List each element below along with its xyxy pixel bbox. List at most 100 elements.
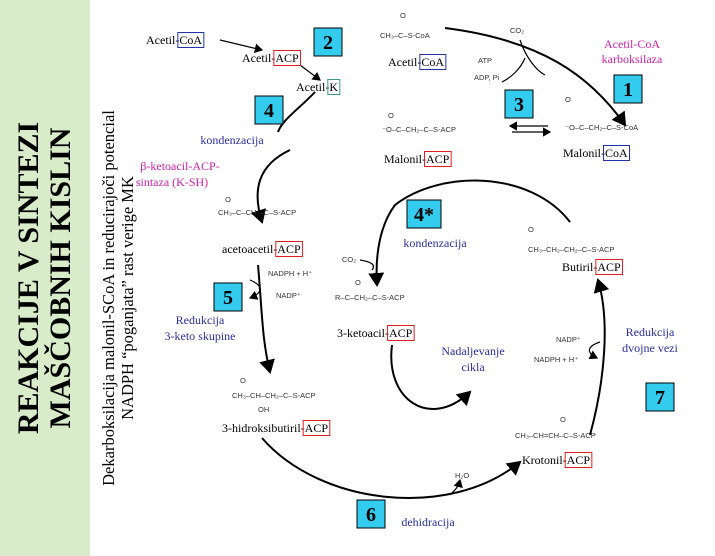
step-number-7: 7 (655, 387, 665, 409)
carrier-box-border (177, 32, 205, 48)
arrow-condensation-2 (368, 179, 571, 287)
arrow-acp-to-k (299, 64, 321, 81)
arrow-co2-in (519, 39, 546, 76)
cofactors: CO₂ ATP ADP, Pi CO₂ NADPH + H⁺ NADP⁺ NAD… (268, 26, 581, 480)
step-box-7 (645, 382, 675, 412)
compound-acetyl-acp-prefix: Acetil- (242, 51, 275, 65)
compound-hydroxybutyryl-acp-prefix: 3-hidroksibutiril- (222, 421, 305, 435)
structure-acetoacetyl-acp: CH₃–C–CH₂–C–S-ACP (218, 208, 296, 217)
carrier-box-border (386, 325, 415, 341)
compound-crotonyl-acp: Krotonil-ACP (522, 453, 590, 467)
structure-crotonyl-acp: CH₃–CH=CH–C–S-ACP (515, 431, 596, 440)
compound-acetyl-k-prefix: Acetil- (296, 80, 329, 94)
arrow-acetyl-coa-to-acp (219, 39, 264, 54)
compound-acetyl-coa-left-carrier: CoA (179, 33, 202, 47)
cofactor-atp: ATP (478, 56, 492, 65)
reaction-reduction-double-line-1: Redukcija (626, 325, 675, 339)
compound-acetyl-k: Acetil-K (296, 80, 338, 94)
compound-acetoacetyl-acp: acetoacetil-ACP (222, 242, 301, 256)
compound-hydroxybutyryl-acp-carrier: ACP (305, 421, 329, 435)
cofactor-nadph-left: NADPH + H⁺ (268, 269, 312, 278)
compound-malonyl-coa: Malonil-CoA (563, 146, 628, 160)
step-number-4: 4 (264, 100, 274, 122)
compound-acetoacetyl-acp-prefix: acetoacetil- (222, 242, 277, 256)
compound-labels: Acetil-CoA Acetil-ACP Acetil-K Acetil-Co… (146, 33, 628, 467)
step-number-2: 2 (323, 32, 333, 54)
step-number-1: 1 (623, 79, 633, 101)
cofactor-co2-top: CO₂ (510, 26, 524, 35)
cofactor-nadp-left: NADP⁺ (276, 291, 301, 300)
arrow-reduction-double (589, 278, 610, 436)
compound-acetyl-coa-left: Acetil-CoA (146, 33, 202, 47)
compound-butyryl-acp-prefix: Butiril- (562, 260, 597, 274)
step-number-4-star: 4* (414, 204, 434, 226)
structure-hydroxybutyryl-acp: CH₃–CH–CH₂–C–S-ACP (232, 391, 316, 400)
carrier-boxes (177, 32, 631, 468)
step-box-4 (254, 95, 284, 125)
step-box-2 (313, 27, 343, 57)
compound-acetoacetyl-acp-carrier: ACP (277, 242, 301, 256)
structure-malonyl-acp: ⁻O–C–CH₂–C–S-ACP (382, 125, 456, 134)
side-arrows (219, 39, 601, 496)
step-number-6: 6 (366, 504, 376, 526)
carrier-box-border (302, 420, 331, 436)
cofactor-co2-mid: CO₂ (342, 255, 356, 264)
compound-acetyl-coa-left-prefix: Acetil- (146, 33, 179, 47)
compound-crotonyl-acp-carrier: ACP (567, 453, 591, 467)
structures: O CH₃–C–S-CoA O ⁻O–C–CH₂–C–S-CoA O ⁻O–C–… (218, 11, 638, 440)
carrier-box-border (327, 79, 341, 95)
carrier-box-border (419, 54, 447, 70)
structure-hydroxyl-group: OH (258, 405, 269, 414)
step-box-3 (504, 89, 534, 119)
cycle-arrows (250, 27, 627, 499)
carbonyl-o-crotonyl: O (560, 415, 566, 424)
arrow-carboxylation (444, 27, 627, 127)
cofactor-nadph-right: NADPH + H⁺ (534, 355, 578, 364)
cofactor-h2o: H₂O (455, 471, 469, 480)
carrier-box-border (603, 145, 631, 161)
arrow-atp (501, 57, 526, 83)
step-boxes: 1 2 3 4 4* 5 6 7 (213, 27, 675, 529)
structure-butyryl-acp: CH₃–CH₂–CH₂–C–S-ACP (528, 245, 614, 254)
compound-acetyl-coa-top-carrier: CoA (421, 55, 444, 69)
compound-acetyl-acp-carrier: ACP (275, 51, 299, 65)
compound-malonyl-acp-carrier: ACP (426, 152, 450, 166)
compound-ketoacyl-acp-prefix: 3-ketoacil- (337, 326, 389, 340)
cofactor-adp-pi: ADP, Pi (474, 73, 500, 82)
carbonyl-o-hydroxybutyryl: O (240, 376, 246, 385)
arrow-nadph-right (588, 341, 601, 360)
compound-butyryl-acp: Butiril-ACP (562, 260, 621, 274)
carrier-box-border (564, 452, 593, 468)
enzyme-carboxylase-line-2: karboksilaza (602, 52, 663, 66)
carbonyl-o-butyryl: O (528, 225, 534, 234)
reaction-dehydration: dehidracija (401, 515, 455, 529)
compound-malonyl-acp: Malonil-ACP (384, 152, 450, 166)
step-box-6 (356, 499, 386, 529)
arrow-dehydration (261, 437, 522, 499)
arrow-acetyl-k-in (277, 91, 316, 133)
compound-ketoacyl-acp: 3-ketoacil-ACP (337, 326, 413, 340)
carbonyl-o-malonyl-coa: O (565, 95, 571, 104)
step-number-3: 3 (514, 94, 524, 116)
reaction-labels: kondenzacija kondenzacija Redukcija 3-ke… (165, 133, 679, 529)
carbonyl-o-acetyl-coa: O (400, 11, 406, 20)
reaction-continue-line-2: cikla (461, 360, 485, 374)
arrow-condensation-1 (250, 149, 291, 224)
compound-ketoacyl-acp-carrier: ACP (389, 326, 413, 340)
step-number-5: 5 (223, 287, 233, 309)
step-box-5 (213, 282, 243, 312)
reaction-continue-line-1: Nadaljevanje (441, 344, 504, 358)
enzyme-carboxylase-line-1: Acetil-CoA (604, 37, 660, 51)
compound-acetyl-acp: Acetil-ACP (242, 51, 299, 65)
arrow-reduction-keto (257, 264, 275, 374)
cofactor-nadp-right: NADP⁺ (556, 335, 581, 344)
carbonyl-o-acetoacetyl: O (225, 195, 231, 204)
carrier-box-border (273, 50, 301, 66)
compound-hydroxybutyryl-acp: 3-hidroksibutiril-ACP (222, 421, 328, 435)
reaction-condensation-2: kondenzacija (403, 236, 467, 250)
enzyme-synthase-line-2: sintaza (K-SH) (136, 175, 208, 189)
step-box-4-star (406, 199, 442, 229)
title-sidebar (0, 0, 90, 556)
step-box-1 (613, 74, 643, 104)
